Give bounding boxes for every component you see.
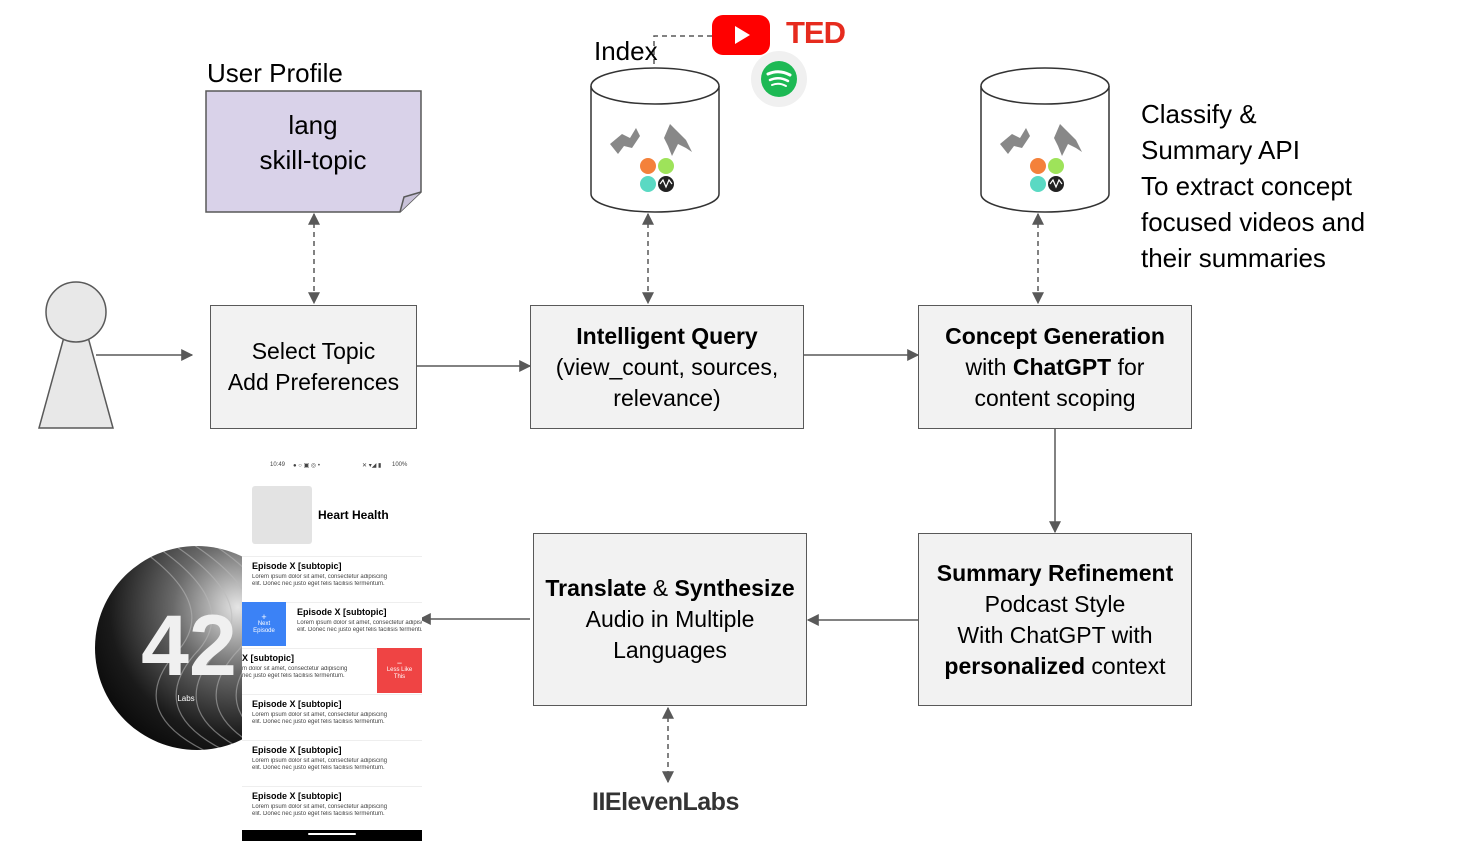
classify-line: Summary API xyxy=(1141,135,1300,165)
phone-screenshot: 10:49 ● ○ ▣ ◎ • ✕ ▾◢ ▮ 100% Heart Health… xyxy=(242,455,422,841)
classify-summary-note: Classify & Summary API To extract concep… xyxy=(1141,96,1365,276)
topic-thumbnail xyxy=(252,486,312,544)
intelligent-query-title: Intelligent Query xyxy=(576,322,758,349)
episode-item[interactable]: Episode X [subtopic] Lorem ipsum dolor s… xyxy=(242,556,422,600)
minus-icon: − xyxy=(396,658,403,668)
index-horse-icons xyxy=(610,124,692,156)
intelligent-query-box: Intelligent Query (view_count, sources, … xyxy=(530,305,804,429)
user-person-icon xyxy=(38,281,114,429)
profile-lang: lang xyxy=(288,110,338,140)
42-labs-sub: Labs xyxy=(177,694,194,703)
classify-line: To extract concept xyxy=(1141,171,1352,201)
podcast-style-label: Podcast Style xyxy=(984,590,1126,617)
index-database-icon xyxy=(590,67,720,213)
plus-icon: + xyxy=(261,611,267,622)
translate-synthesize-title: Translate & Synthesize xyxy=(545,575,795,601)
navigation-bar xyxy=(242,830,422,841)
index-label: Index xyxy=(594,36,658,66)
classify-line: focused videos and xyxy=(1141,207,1366,237)
elevenlabs-logo: IIElevenLabs xyxy=(592,788,739,816)
personalized-context-label: personalized context xyxy=(944,652,1166,679)
select-topic-box: Select Topic Add Preferences xyxy=(210,305,417,429)
intelligent-query-relevance: relevance) xyxy=(613,384,721,411)
status-battery: 100% xyxy=(392,462,408,468)
user-profile-title: User Profile xyxy=(207,58,343,88)
summary-refinement-box: Summary Refinement Podcast Style With Ch… xyxy=(918,533,1192,706)
status-signal-icons: ✕ ▾◢ ▮ xyxy=(362,463,382,469)
intelligent-query-params: (view_count, sources, xyxy=(555,353,779,380)
home-indicator[interactable] xyxy=(308,833,356,835)
add-preferences-label: Add Preferences xyxy=(227,369,400,395)
concept-generation-title: Concept Generation xyxy=(945,322,1165,349)
languages-label: Languages xyxy=(613,637,727,663)
user-profile-content: lang skill-topic xyxy=(205,108,421,178)
episode-item[interactable]: Episode X [subtopic] Lorem ipsum dolor s… xyxy=(242,694,422,738)
concept-generation-line2: with ChatGPT for xyxy=(965,353,1145,380)
status-time: 10:49 xyxy=(270,462,286,468)
classify-line: Classify & xyxy=(1141,99,1257,129)
audio-multiple-label: Audio in Multiple xyxy=(585,606,755,632)
dashed-youtube-index xyxy=(648,35,712,112)
episode-item-swiped-right[interactable]: Episode X [subtopic] Lorem ipsum dolor s… xyxy=(242,602,422,646)
profile-skill-topic: skill-topic xyxy=(259,145,367,175)
status-icons: ● ○ ▣ ◎ • xyxy=(293,463,320,469)
select-topic-label: Select Topic xyxy=(251,338,376,364)
concept-generation-box: Concept Generation with ChatGPT for cont… xyxy=(918,305,1192,429)
user-profile-note xyxy=(205,90,422,213)
summary-refinement-title: Summary Refinement xyxy=(936,559,1174,586)
next-episode-button[interactable]: + Next Episode xyxy=(242,602,286,646)
ted-logo: TED xyxy=(786,15,846,50)
episode-item[interactable]: Episode X [subtopic] Lorem ipsum dolor s… xyxy=(242,740,422,784)
spotify-logo-icon xyxy=(751,51,807,107)
youtube-logo-icon xyxy=(712,15,770,55)
topic-heading[interactable]: Heart Health xyxy=(318,508,389,522)
concept-generation-line3: content scoping xyxy=(974,384,1136,411)
episode-item[interactable]: Episode X [subtopic] Lorem ipsum dolor s… xyxy=(242,786,422,830)
episode-item-swiped-left[interactable]: X [subtopic] m dolor sit amet, consectet… xyxy=(242,648,422,692)
42-labs-number: 42 xyxy=(141,598,237,694)
translate-synthesize-box: Translate & Synthesize Audio in Multiple… xyxy=(533,533,807,706)
less-like-this-button[interactable]: − Less Like This xyxy=(377,648,422,693)
classify-line: their summaries xyxy=(1141,243,1326,273)
concept-database-icon xyxy=(980,67,1110,213)
with-chatgpt-label: With ChatGPT with xyxy=(957,621,1153,648)
concept-horse-icons xyxy=(1000,124,1082,156)
